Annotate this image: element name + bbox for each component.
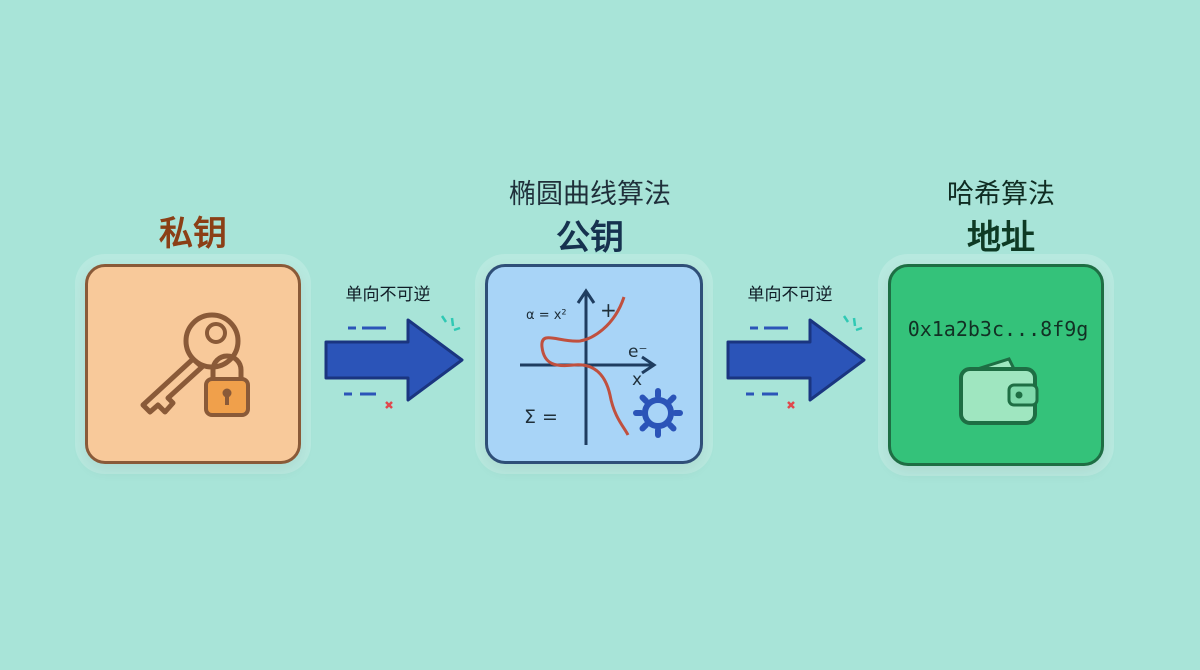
address-title: 地址: [967, 218, 1035, 258]
arrow-2-label: 单向不可逆: [747, 285, 833, 305]
arrow-1-label: 单向不可逆: [345, 285, 431, 305]
formula-plus: +: [600, 298, 617, 322]
formula-e: e⁻: [628, 342, 647, 362]
private-key-card: [85, 264, 301, 464]
elliptic-curve-math-icon: α = x² + e⁻ x Σ =: [520, 288, 683, 445]
public-key-title: 公钥: [556, 218, 624, 258]
formula-sigma: Σ =: [524, 406, 558, 428]
formula-x: x: [632, 370, 642, 390]
address-card: 0x1a2b3c...8f9g: [888, 264, 1104, 466]
address-value: 0x1a2b3c...8f9g: [907, 317, 1089, 341]
right-arrow-icon: [726, 315, 866, 409]
public-key-card: α = x² + e⁻ x Σ =: [485, 264, 703, 464]
formula-alpha: α = x²: [526, 308, 567, 323]
key-lock-icon: [140, 312, 250, 417]
right-arrow-icon: [324, 315, 464, 409]
gear-icon: [633, 388, 683, 438]
arrow-2: [722, 308, 872, 418]
wallet-icon: [959, 357, 1039, 425]
hash-algorithm-label: 哈希算法: [947, 179, 1055, 210]
elliptic-curve-algorithm-label: 椭圆曲线算法: [509, 179, 671, 210]
arrow-1: [320, 308, 470, 418]
private-key-title: 私钥: [159, 214, 227, 254]
